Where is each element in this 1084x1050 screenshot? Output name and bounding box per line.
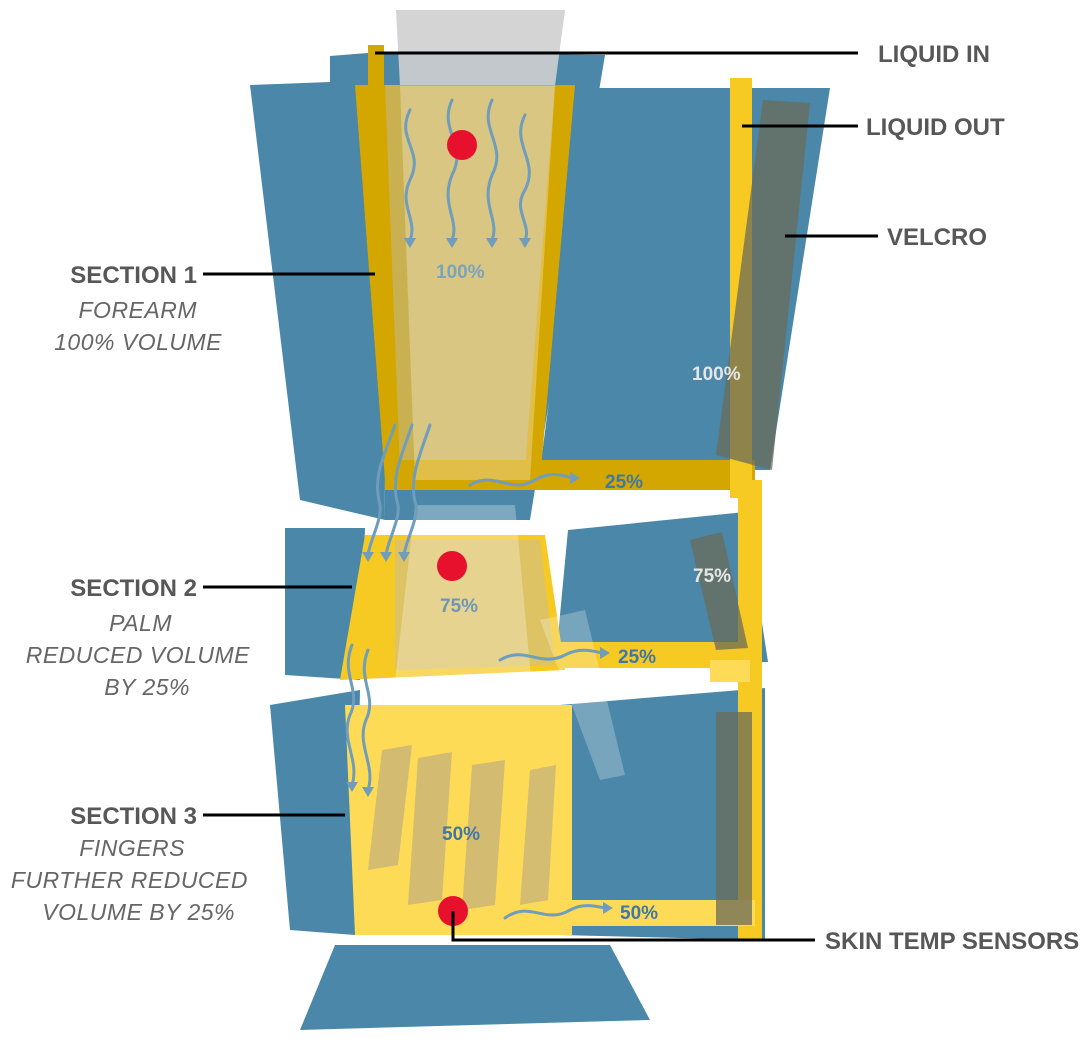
label-velcro: VELCRO bbox=[887, 224, 987, 251]
label-liquid-in: LIQUID IN bbox=[878, 41, 990, 68]
section-2-line-1: PALM bbox=[109, 610, 172, 636]
palm-panel-left bbox=[285, 528, 365, 680]
inner-sleeve-palm bbox=[390, 505, 535, 725]
finger-slots bbox=[368, 745, 556, 910]
section-2-line-2: REDUCED VOLUME bbox=[26, 642, 250, 668]
pct-flow-1: 25% bbox=[605, 472, 643, 493]
inlet-tube bbox=[396, 10, 565, 86]
label-skin-temp-sensors: SKIN TEMP SENSORS bbox=[825, 928, 1079, 955]
section-3-title: SECTION 3 bbox=[70, 803, 197, 830]
section-3-label: SECTION 3 FINGERS FURTHER REDUCED VOLUME… bbox=[11, 803, 248, 925]
fingers-panel-left bbox=[270, 690, 360, 935]
wrist-flap bbox=[300, 945, 650, 1030]
flow-arrows-section-3 bbox=[503, 902, 613, 920]
section-3-line-2: FURTHER REDUCED bbox=[11, 867, 248, 893]
flow-arrows-transition-1 bbox=[362, 423, 580, 562]
pct-section3-center: 50% bbox=[442, 824, 480, 845]
section-3-line-3: VOLUME BY 25% bbox=[42, 899, 235, 925]
section-3-line-1: FINGERS bbox=[79, 835, 185, 861]
pct-section1-center: 100% bbox=[436, 262, 485, 283]
forearm-panel-left bbox=[250, 52, 385, 520]
pct-flow-3: 50% bbox=[620, 903, 658, 924]
flow-arrows-section-1 bbox=[404, 98, 531, 248]
fingers-panel-right bbox=[560, 688, 765, 940]
pct-section2-side: 75% bbox=[693, 566, 731, 587]
label-liquid-out: LIQUID OUT bbox=[866, 114, 1005, 141]
section-1-label: SECTION 1 FOREARM 100% VOLUME bbox=[54, 262, 222, 355]
pct-section1-side: 100% bbox=[692, 364, 741, 385]
pct-flow-2: 25% bbox=[618, 647, 656, 668]
section-1-line-2: 100% VOLUME bbox=[54, 329, 222, 355]
velcro-strip-middle bbox=[690, 532, 748, 650]
pct-section2-center: 75% bbox=[440, 596, 478, 617]
liquid-in-pipe bbox=[368, 45, 384, 90]
skin-temp-sensor-1 bbox=[447, 130, 477, 160]
section-2-line-3: BY 25% bbox=[104, 674, 190, 700]
section-2-title: SECTION 2 bbox=[70, 575, 197, 602]
section-2-label: SECTION 2 PALM REDUCED VOLUME BY 25% bbox=[26, 575, 250, 700]
inner-sleeve-forearm bbox=[400, 86, 555, 480]
inner-sleeve-fingers bbox=[540, 610, 625, 780]
velcro-strip-upper bbox=[716, 100, 810, 470]
flow-arrows-section-2 bbox=[345, 643, 610, 797]
section-1-line-1: FOREARM bbox=[79, 297, 198, 323]
leader-skin-temp bbox=[451, 911, 815, 942]
velcro-strip-lower bbox=[716, 712, 752, 925]
section-1-title: SECTION 1 bbox=[70, 262, 197, 289]
skin-temp-sensor-2 bbox=[437, 551, 467, 581]
